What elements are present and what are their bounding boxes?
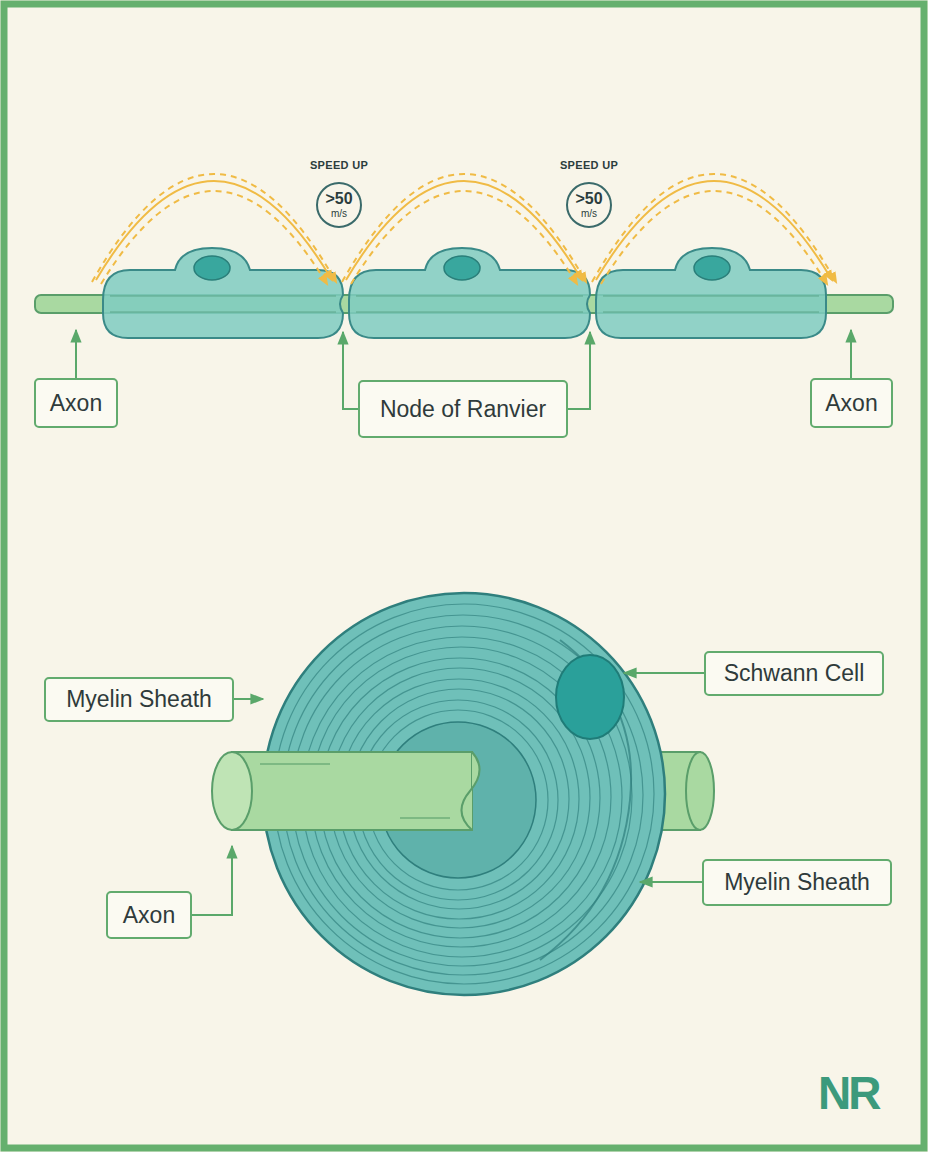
axon-through-cells: [110, 296, 819, 312]
schwann-nucleus: [556, 655, 624, 739]
part-label: Schwann Cell: [724, 660, 865, 687]
speed-unit: m/s: [565, 208, 613, 219]
label-box: Myelin Sheath: [702, 859, 892, 906]
label-box: Axon: [810, 378, 893, 428]
part-label: Myelin Sheath: [724, 869, 870, 896]
label-box: Node of Ranvier: [358, 380, 568, 438]
part-label: Myelin Sheath: [66, 686, 212, 713]
schwann-nuclei: [194, 256, 730, 280]
part-label: Axon: [825, 390, 877, 417]
speed-unit: m/s: [315, 208, 363, 219]
schwann-cells: [103, 248, 826, 338]
part-label: Axon: [50, 390, 102, 417]
leader-lines-bottom: [192, 673, 704, 915]
axon-cylinder-front: [212, 752, 480, 830]
part-label: Axon: [123, 902, 175, 929]
badge-heading: SPEED UP: [545, 159, 633, 171]
label-box: Schwann Cell: [704, 651, 884, 696]
badge-heading: SPEED UP: [295, 159, 383, 171]
label-box: Axon: [34, 378, 118, 428]
speed-badge: SPEED UP>50m/s: [315, 181, 363, 229]
part-label: Node of Ranvier: [380, 396, 546, 423]
saltatory-arcs: [92, 174, 836, 284]
label-box: Axon: [106, 891, 192, 939]
logo-watermark: NR: [818, 1066, 878, 1120]
speed-value: >50: [315, 190, 363, 208]
frame: [4, 4, 924, 1148]
speed-value: >50: [565, 190, 613, 208]
schwann-membrane: [540, 640, 631, 960]
speed-badge: SPEED UP>50m/s: [565, 181, 613, 229]
label-box: Myelin Sheath: [44, 677, 234, 722]
